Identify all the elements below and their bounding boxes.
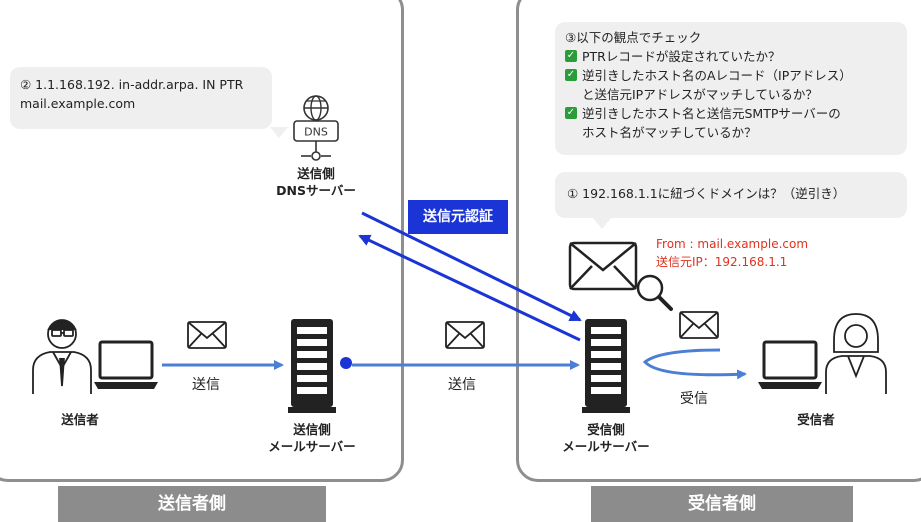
check-item-text: ホスト名がマッチしているか？ <box>582 125 757 140</box>
checkmark-icon: ✓ <box>565 50 577 62</box>
receive-server-label-line2: メールサーバー <box>562 439 650 454</box>
mail-from-text: From : mail.example.com <box>656 237 809 251</box>
dns-server-icon: DNS <box>293 95 339 161</box>
send-label-1: 送信 <box>192 377 220 393</box>
receive-server-label: 受信側 メールサーバー <box>556 421 656 455</box>
send-server-label-line2: メールサーバー <box>268 439 356 454</box>
connection-dot <box>340 357 352 369</box>
mail-envelope-icon <box>679 311 719 339</box>
check-item-text: 逆引きしたホスト名と送信元SMTPサーバーの <box>582 106 841 121</box>
checkmark-icon: ✓ <box>565 69 577 81</box>
auth-query-arrow <box>361 211 582 322</box>
receiver-person-icon <box>825 313 887 394</box>
send-server-label: 送信側 メールサーバー <box>262 421 362 455</box>
check-points-bubble: ③以下の観点でチェック ✓ PTRレコードが設定されていたか？ ✓ 逆引きしたホ… <box>555 22 907 155</box>
check-title: ③以下の観点でチェック <box>565 30 702 45</box>
send-mail-server-icon <box>288 319 336 413</box>
ptr-record-bubble: ② 1.1.168.192. in-addr.arpa. IN PTR mail… <box>10 67 288 138</box>
check-item: ✓ 逆引きしたホスト名のAレコード（IPアドレス） <box>565 66 897 85</box>
inspected-mail-icon <box>568 241 638 291</box>
receiver-label: 受信者 <box>797 412 835 427</box>
receiver-laptop-icon <box>758 340 822 389</box>
sender-laptop-icon <box>94 340 158 389</box>
check-item: ✓ 逆引きしたホスト名と送信元SMTPサーバーの <box>565 104 897 123</box>
dns-server-label-line2: DNSサーバー <box>276 183 356 198</box>
check-item-text: PTRレコードが設定されていたか？ <box>582 49 781 64</box>
bubble-tail <box>593 218 611 229</box>
ptr-record-line1: ② 1.1.168.192. in-addr.arpa. IN PTR <box>20 77 244 92</box>
receiver-side-footer: 受信者側 <box>591 486 853 522</box>
send-server-label-line1: 送信側 <box>293 422 331 437</box>
check-item-text: と送信元IPアドレスがマッチしているか？ <box>582 87 818 102</box>
dns-icon-label: DNS <box>304 126 328 139</box>
magnifier-icon <box>636 274 673 311</box>
bubble-tail <box>270 127 288 138</box>
dns-server-label: 送信側 DNSサーバー <box>274 165 358 199</box>
receive-arrow <box>642 348 747 380</box>
checkmark-icon: ✓ <box>565 107 577 119</box>
mail-source-ip-text: 送信元IP：192.168.1.1 <box>656 255 788 269</box>
check-item-continued: と送信元IPアドレスがマッチしているか？ <box>565 85 897 104</box>
reverse-lookup-text: ① 192.168.1.1に紐づくドメインは？（逆引き） <box>567 186 846 201</box>
receive-server-label-line1: 受信側 <box>587 422 625 437</box>
receive-label: 受信 <box>680 391 708 407</box>
mail-envelope-icon <box>187 321 227 349</box>
sender-label: 送信者 <box>61 412 99 427</box>
sender-side-footer: 送信者側 <box>58 486 326 522</box>
check-item-continued: ホスト名がマッチしているか？ <box>565 123 897 142</box>
auth-response-arrow <box>358 234 581 342</box>
sender-person-icon <box>32 319 92 394</box>
sender-auth-badge: 送信元認証 <box>408 200 508 234</box>
check-item: ✓ PTRレコードが設定されていたか？ <box>565 47 897 66</box>
mail-envelope-icon <box>445 321 485 349</box>
reverse-lookup-bubble: ① 192.168.1.1に紐づくドメインは？（逆引き） <box>555 172 907 229</box>
check-item-text: 逆引きしたホスト名のAレコード（IPアドレス） <box>582 68 852 83</box>
ptr-record-line2: mail.example.com <box>20 96 136 111</box>
send-label-2: 送信 <box>448 377 476 393</box>
dns-server-label-line1: 送信側 <box>297 166 335 181</box>
receive-mail-server-icon <box>582 319 630 413</box>
